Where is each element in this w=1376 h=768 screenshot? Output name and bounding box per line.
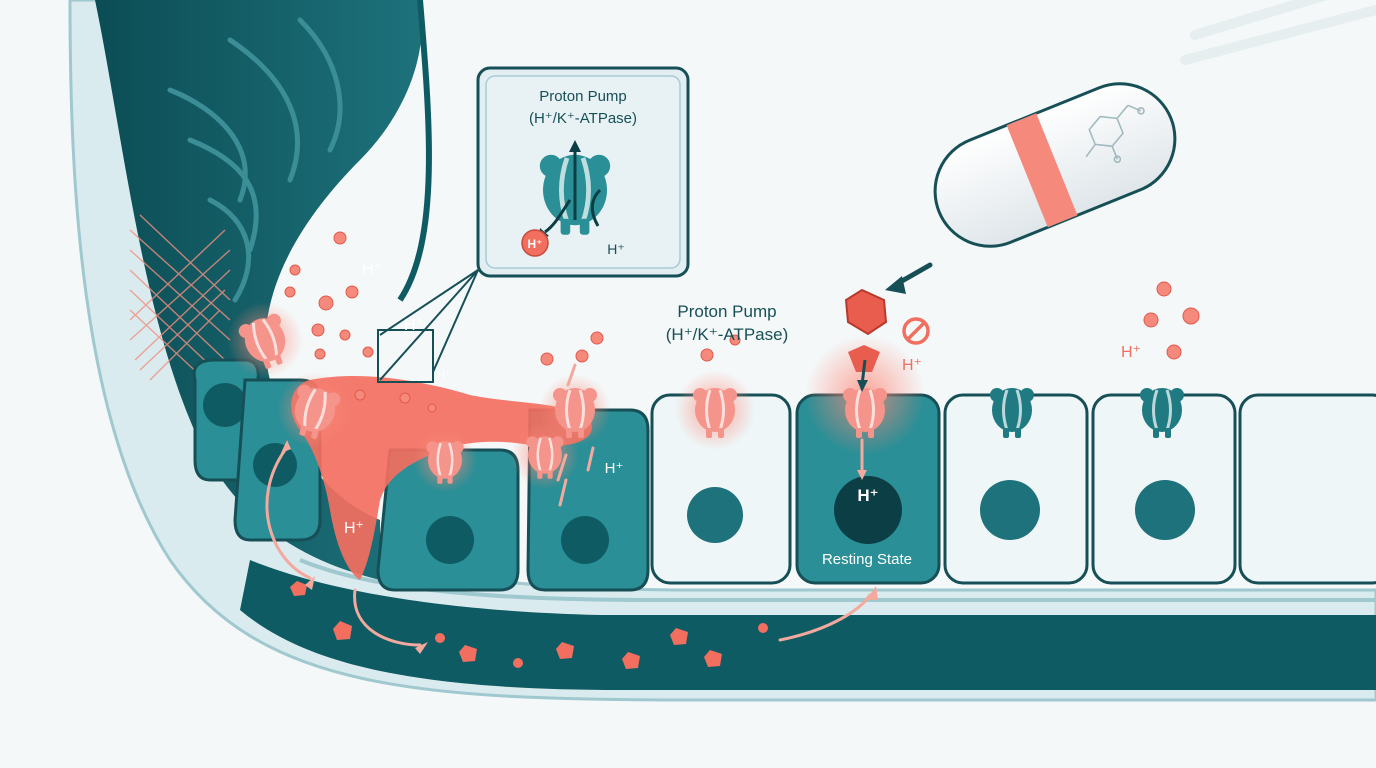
cell-nucleus	[561, 516, 609, 564]
inset-ion-right: H⁺	[607, 241, 625, 257]
ion-label-resting-nucleus: H⁺	[857, 486, 878, 505]
inset-ion-left: H⁺	[528, 237, 543, 251]
particles	[290, 581, 768, 669]
drug-arrow-head	[885, 276, 906, 294]
drug-bound	[848, 345, 880, 372]
cell-nucleus	[834, 476, 902, 544]
text-layer: Proton Pump (H⁺/K⁺-ATPase) H⁺ H⁺ Proton …	[344, 88, 1141, 568]
inset-title-line2: (H⁺/K⁺-ATPase)	[529, 110, 637, 127]
mid-label-line2: (H⁺/K⁺-ATPase)	[666, 325, 788, 344]
arrow-heads	[281, 440, 878, 654]
lumen-boundary	[397, 0, 432, 302]
acid-flow	[291, 375, 592, 580]
pill-icon	[933, 82, 1177, 248]
resting-state-label: Resting State	[822, 551, 912, 568]
ion-label-callout: H⁺	[404, 317, 424, 334]
ion-label-right-cluster: H⁺	[1121, 344, 1141, 361]
cell-nucleus	[687, 487, 743, 543]
stomach-wall	[95, 0, 422, 580]
proton-dots	[284, 231, 1200, 413]
ion-label-blocked: H⁺	[902, 357, 922, 374]
cell-nucleus	[426, 516, 474, 564]
cell	[1238, 393, 1376, 585]
proton-circle	[521, 229, 549, 257]
no-entry-icon	[902, 317, 930, 345]
ion-label-callout-small: H⁺	[438, 370, 451, 381]
ion-label-acid-flow: H⁺	[344, 520, 364, 537]
ion-label-cell-side: H⁺	[605, 460, 624, 477]
bind-arrow	[857, 380, 868, 392]
motion-streaks	[1180, 0, 1376, 65]
cell-nucleus	[1135, 480, 1195, 540]
cell-nucleus	[203, 383, 247, 427]
submucosa-band	[240, 560, 1376, 690]
inset-title-line1: Proton Pump	[539, 88, 627, 105]
inset-panel	[377, 66, 690, 383]
drug-molecule	[844, 288, 888, 336]
mid-label-line1: Proton Pump	[677, 302, 776, 321]
stress-hatch	[129, 214, 231, 381]
gastric-folds	[167, 17, 343, 303]
ion-label-upper-lumen: H⁺	[362, 261, 382, 278]
cell-nucleus	[980, 480, 1040, 540]
